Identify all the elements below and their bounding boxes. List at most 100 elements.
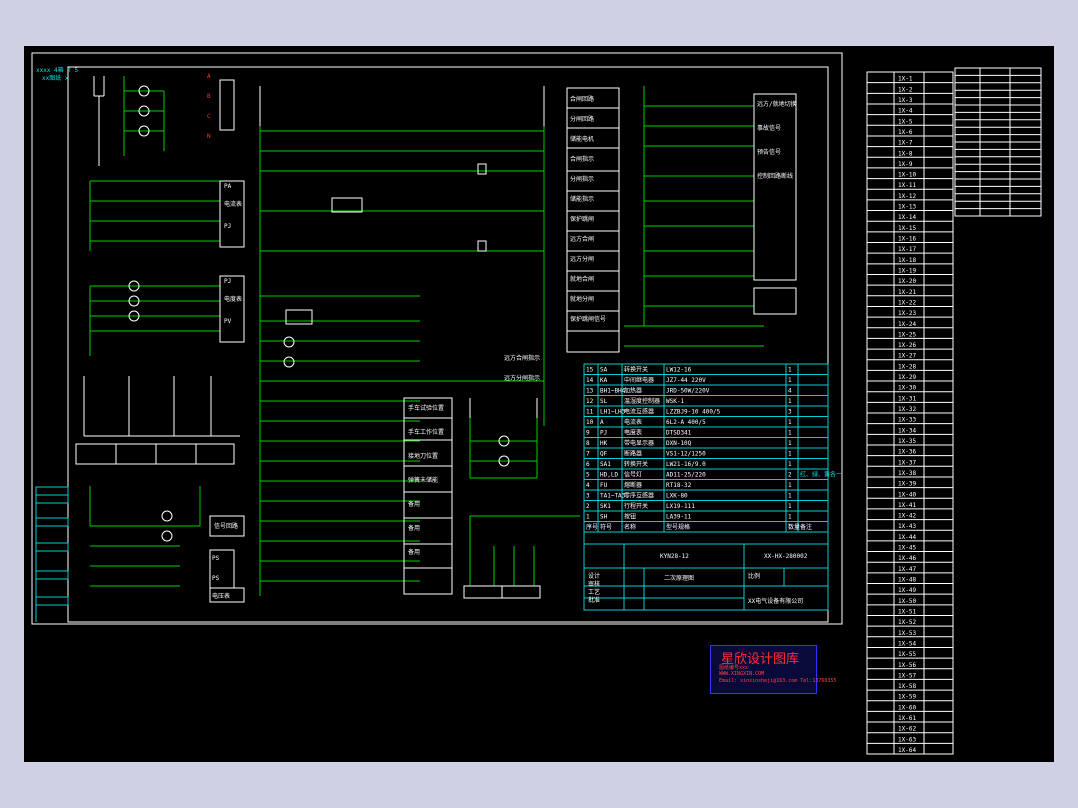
parts-cell: DTSD341 (666, 430, 692, 437)
terminal-label: 1X-24 (898, 321, 916, 328)
terminal-label: 1X-11 (898, 182, 916, 189)
parts-cell: 10 (586, 419, 594, 426)
signal-label: 预告信号 (757, 148, 781, 156)
parts-cell: 1 (788, 398, 792, 405)
terminal-label: 1X-52 (898, 619, 916, 626)
terminal-label: 1X-13 (898, 204, 916, 211)
parts-cell: 带电显示器 (624, 439, 654, 447)
relay-label: 合闸指示 (570, 155, 594, 163)
parts-cell: 4 (788, 388, 792, 395)
parts-cell: 按钮 (624, 513, 636, 521)
parts-cell: 14 (586, 377, 594, 384)
title-block-row-label: 批准 (588, 596, 600, 604)
terminal-label: 1X-59 (898, 694, 916, 701)
parts-cell: 断路器 (624, 450, 642, 458)
terminal-label: 1X-33 (898, 417, 916, 424)
relay-label: 合闸回路 (570, 95, 594, 103)
relay-label: 分闸指示 (570, 175, 594, 183)
parts-cell: 转换开关 (624, 460, 648, 468)
terminal-label: 1X-18 (898, 257, 916, 264)
terminal-label: 1X-55 (898, 651, 916, 658)
terminal-label: 1X-53 (898, 630, 916, 637)
drawing-name: 二次原理图 (664, 574, 694, 582)
parts-cell: 电度表 (624, 429, 642, 437)
heater-circuits (75, 376, 240, 465)
parts-cell: 6L2-A 400/5 (666, 419, 706, 426)
svg-text:电压表: 电压表 (212, 592, 230, 600)
svg-text:PJ: PJ (224, 223, 231, 230)
title-block-row-label: 审核 (588, 580, 600, 588)
parts-cell: PJ (600, 430, 607, 437)
parts-cell: DXN-10Q (666, 440, 692, 447)
svg-text:A: A (207, 73, 211, 80)
terminal-strip-rows-2 (955, 74, 1041, 217)
parts-cell: 3 (788, 409, 792, 416)
watermark-line-3: Email: xinxinsheji@163.com Tel:13760355 (719, 678, 837, 684)
parts-cell: 3 (586, 493, 590, 500)
svg-text:远方分闸指示: 远方分闸指示 (504, 374, 540, 382)
terminal-label: 1X-4 (898, 108, 913, 115)
terminal-label: 1X-38 (898, 470, 916, 477)
position-label: 弹簧未储能 (408, 476, 438, 484)
terminal-label: 1X-60 (898, 704, 916, 711)
position-label-column (403, 397, 453, 595)
svg-text:PV: PV (224, 318, 232, 325)
parts-cell: BH1~BH4 (600, 388, 626, 395)
parts-header: 符号 (600, 523, 612, 531)
parts-cell: 1 (788, 419, 792, 426)
svg-text:N: N (207, 133, 211, 140)
terminal-label: 1X-39 (898, 481, 916, 488)
terminal-label: 1X-58 (898, 683, 916, 690)
svg-text:信号回路: 信号回路 (214, 522, 238, 530)
terminal-label: 1X-50 (898, 598, 916, 605)
main-control-bus: 远方合闸指示 远方分闸指示 (259, 86, 545, 596)
terminal-label: 1X-20 (898, 278, 916, 285)
signal-label: 事故信号 (757, 124, 781, 132)
position-label: 备用 (408, 500, 420, 508)
terminal-label: 1X-9 (898, 161, 913, 168)
relay-label: 分闸回路 (570, 115, 594, 123)
parts-cell: 1 (788, 461, 792, 468)
indicator-circuit (463, 398, 580, 599)
terminal-label: 1X-14 (898, 214, 916, 221)
watermark-line-2: WWW.XINGXIN.COM (719, 671, 765, 677)
terminal-label: 1X-29 (898, 374, 916, 381)
terminal-label: 1X-26 (898, 342, 916, 349)
parts-cell: 1 (788, 440, 792, 447)
terminal-label: 1X-57 (898, 672, 916, 679)
parts-cell: AD11-25/220 (666, 472, 706, 479)
terminal-strip-rows: 1X-11X-21X-31X-41X-51X-61X-71X-81X-91X-1… (867, 76, 953, 755)
parts-cell: 1 (788, 377, 792, 384)
terminal-label: 1X-44 (898, 534, 916, 541)
relay-label: 远方合闸 (570, 235, 594, 243)
parts-cell: 转换开关 (624, 366, 648, 374)
terminal-label: 1X-27 (898, 353, 916, 360)
terminal-label: 1X-54 (898, 640, 916, 647)
parts-header: 数量 (788, 523, 800, 531)
parts-cell: 4 (586, 482, 590, 489)
parts-cell: 1 (586, 514, 590, 521)
terminal-label: 1X-34 (898, 427, 916, 434)
parts-cell: TA1~TA3 (600, 493, 626, 500)
terminal-label: 1X-46 (898, 555, 916, 562)
parts-cell: 中间继电器 (624, 376, 654, 384)
parts-cell: 9 (586, 430, 590, 437)
terminal-label: 1X-30 (898, 385, 916, 392)
terminal-label: 1X-25 (898, 331, 916, 338)
svg-text:PS: PS (212, 555, 220, 562)
scale-label: 比例 (748, 572, 760, 580)
parts-cell: 电流表 (624, 418, 642, 426)
corner-note-1: xxxx 4箱 2 5 (36, 66, 79, 74)
terminal-label: 1X-6 (898, 129, 913, 136)
terminal-label: 1X-5 (898, 118, 913, 125)
parts-cell: 12 (586, 398, 594, 405)
parts-cell: 15 (586, 367, 594, 374)
project-code: KYN28-12 (660, 553, 689, 560)
terminal-label: 1X-32 (898, 406, 916, 413)
left-revision-blocks (35, 486, 69, 622)
